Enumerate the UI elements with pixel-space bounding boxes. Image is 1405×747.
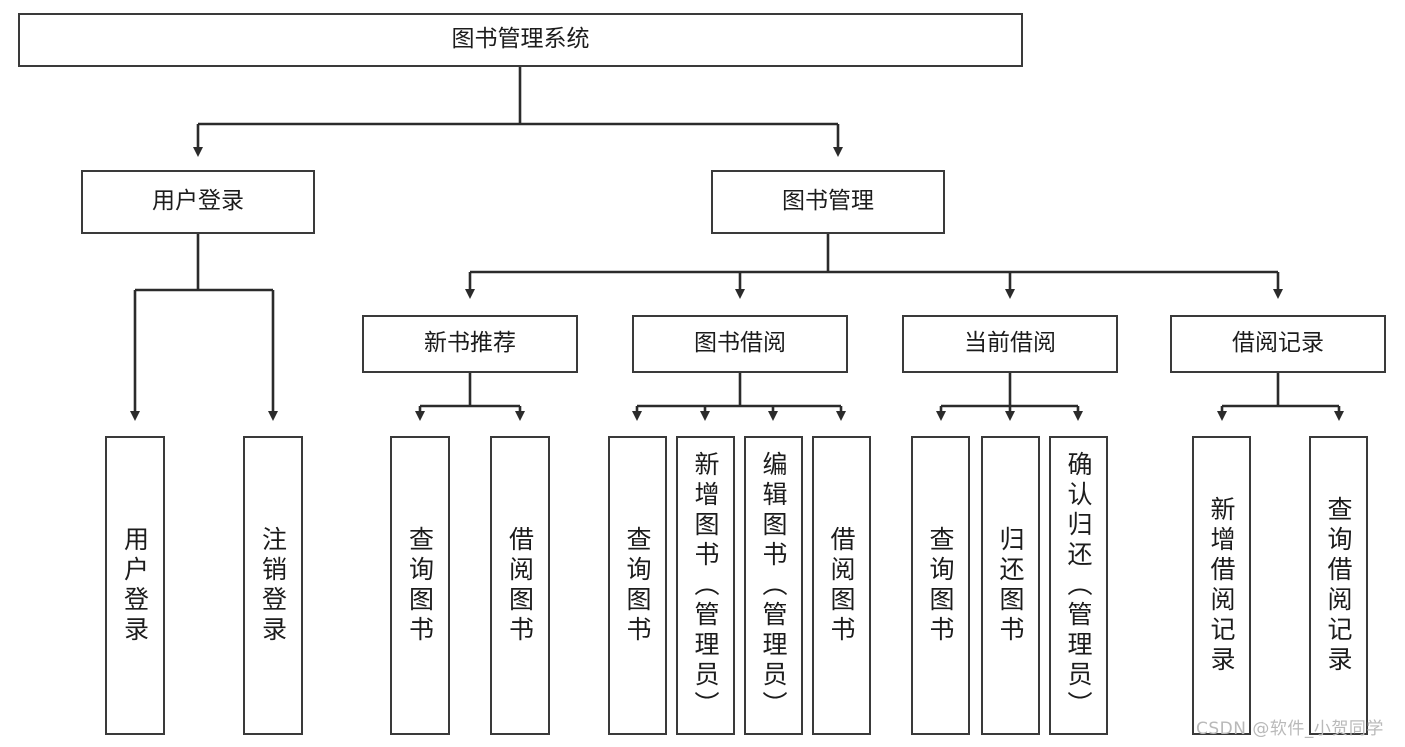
node-borrow-record-label: 借阅记录 [1232,330,1324,357]
node-root-system[interactable]: 图书管理系统 [18,13,1023,67]
node-book-borrow-label: 图书借阅 [694,330,786,357]
leaf-currentborrow-confirm-return-label: 确认归还（管理员） [1064,450,1093,721]
leaf-bookborrow-add-book-label: 新增图书（管理员） [691,450,720,721]
node-current-borrow[interactable]: 当前借阅 [902,315,1118,373]
leaf-bookborrow-add-book[interactable]: 新增图书（管理员） [676,436,735,735]
node-user-login-label: 用户登录 [152,188,244,215]
leaf-bookborrow-borrow-book[interactable]: 借阅图书 [812,436,871,735]
leaf-currentborrow-query-book-label: 查询图书 [926,525,955,646]
leaf-currentborrow-return-book-label: 归还图书 [996,525,1025,646]
node-user-login[interactable]: 用户登录 [81,170,315,234]
leaf-user-login-signin-label: 用户登录 [120,525,150,646]
leaf-borrowrecord-query-record-label: 查询借阅记录 [1324,495,1353,676]
csdn-watermark: CSDN @软件_小贺同学 [1196,719,1384,739]
leaf-user-login-signout-label: 注销登录 [258,525,288,646]
leaf-currentborrow-confirm-return[interactable]: 确认归还（管理员） [1049,436,1108,735]
leaf-newbook-query-book[interactable]: 查询图书 [390,436,450,735]
leaf-borrowrecord-add-record[interactable]: 新增借阅记录 [1192,436,1251,735]
leaf-newbook-borrow-book-label: 借阅图书 [505,525,535,646]
leaf-currentborrow-return-book[interactable]: 归还图书 [981,436,1040,735]
leaf-bookborrow-edit-book-label: 编辑图书（管理员） [759,450,788,721]
node-book-management[interactable]: 图书管理 [711,170,945,234]
node-new-book-recommend[interactable]: 新书推荐 [362,315,578,373]
leaf-borrowrecord-query-record[interactable]: 查询借阅记录 [1309,436,1368,735]
leaf-borrowrecord-add-record-label: 新增借阅记录 [1207,495,1236,676]
node-book-management-label: 图书管理 [782,188,874,215]
leaf-newbook-borrow-book[interactable]: 借阅图书 [490,436,550,735]
node-root-system-label: 图书管理系统 [451,26,590,53]
leaf-bookborrow-query-book-label: 查询图书 [623,525,652,646]
node-new-book-recommend-label: 新书推荐 [424,330,516,357]
leaf-currentborrow-query-book[interactable]: 查询图书 [911,436,970,735]
leaf-newbook-query-book-label: 查询图书 [405,525,435,646]
leaf-user-login-signout[interactable]: 注销登录 [243,436,303,735]
leaf-bookborrow-edit-book[interactable]: 编辑图书（管理员） [744,436,803,735]
leaf-user-login-signin[interactable]: 用户登录 [105,436,165,735]
leaf-bookborrow-borrow-book-label: 借阅图书 [827,525,856,646]
node-book-borrow[interactable]: 图书借阅 [632,315,848,373]
leaf-bookborrow-query-book[interactable]: 查询图书 [608,436,667,735]
node-borrow-record[interactable]: 借阅记录 [1170,315,1386,373]
node-current-borrow-label: 当前借阅 [964,330,1056,357]
